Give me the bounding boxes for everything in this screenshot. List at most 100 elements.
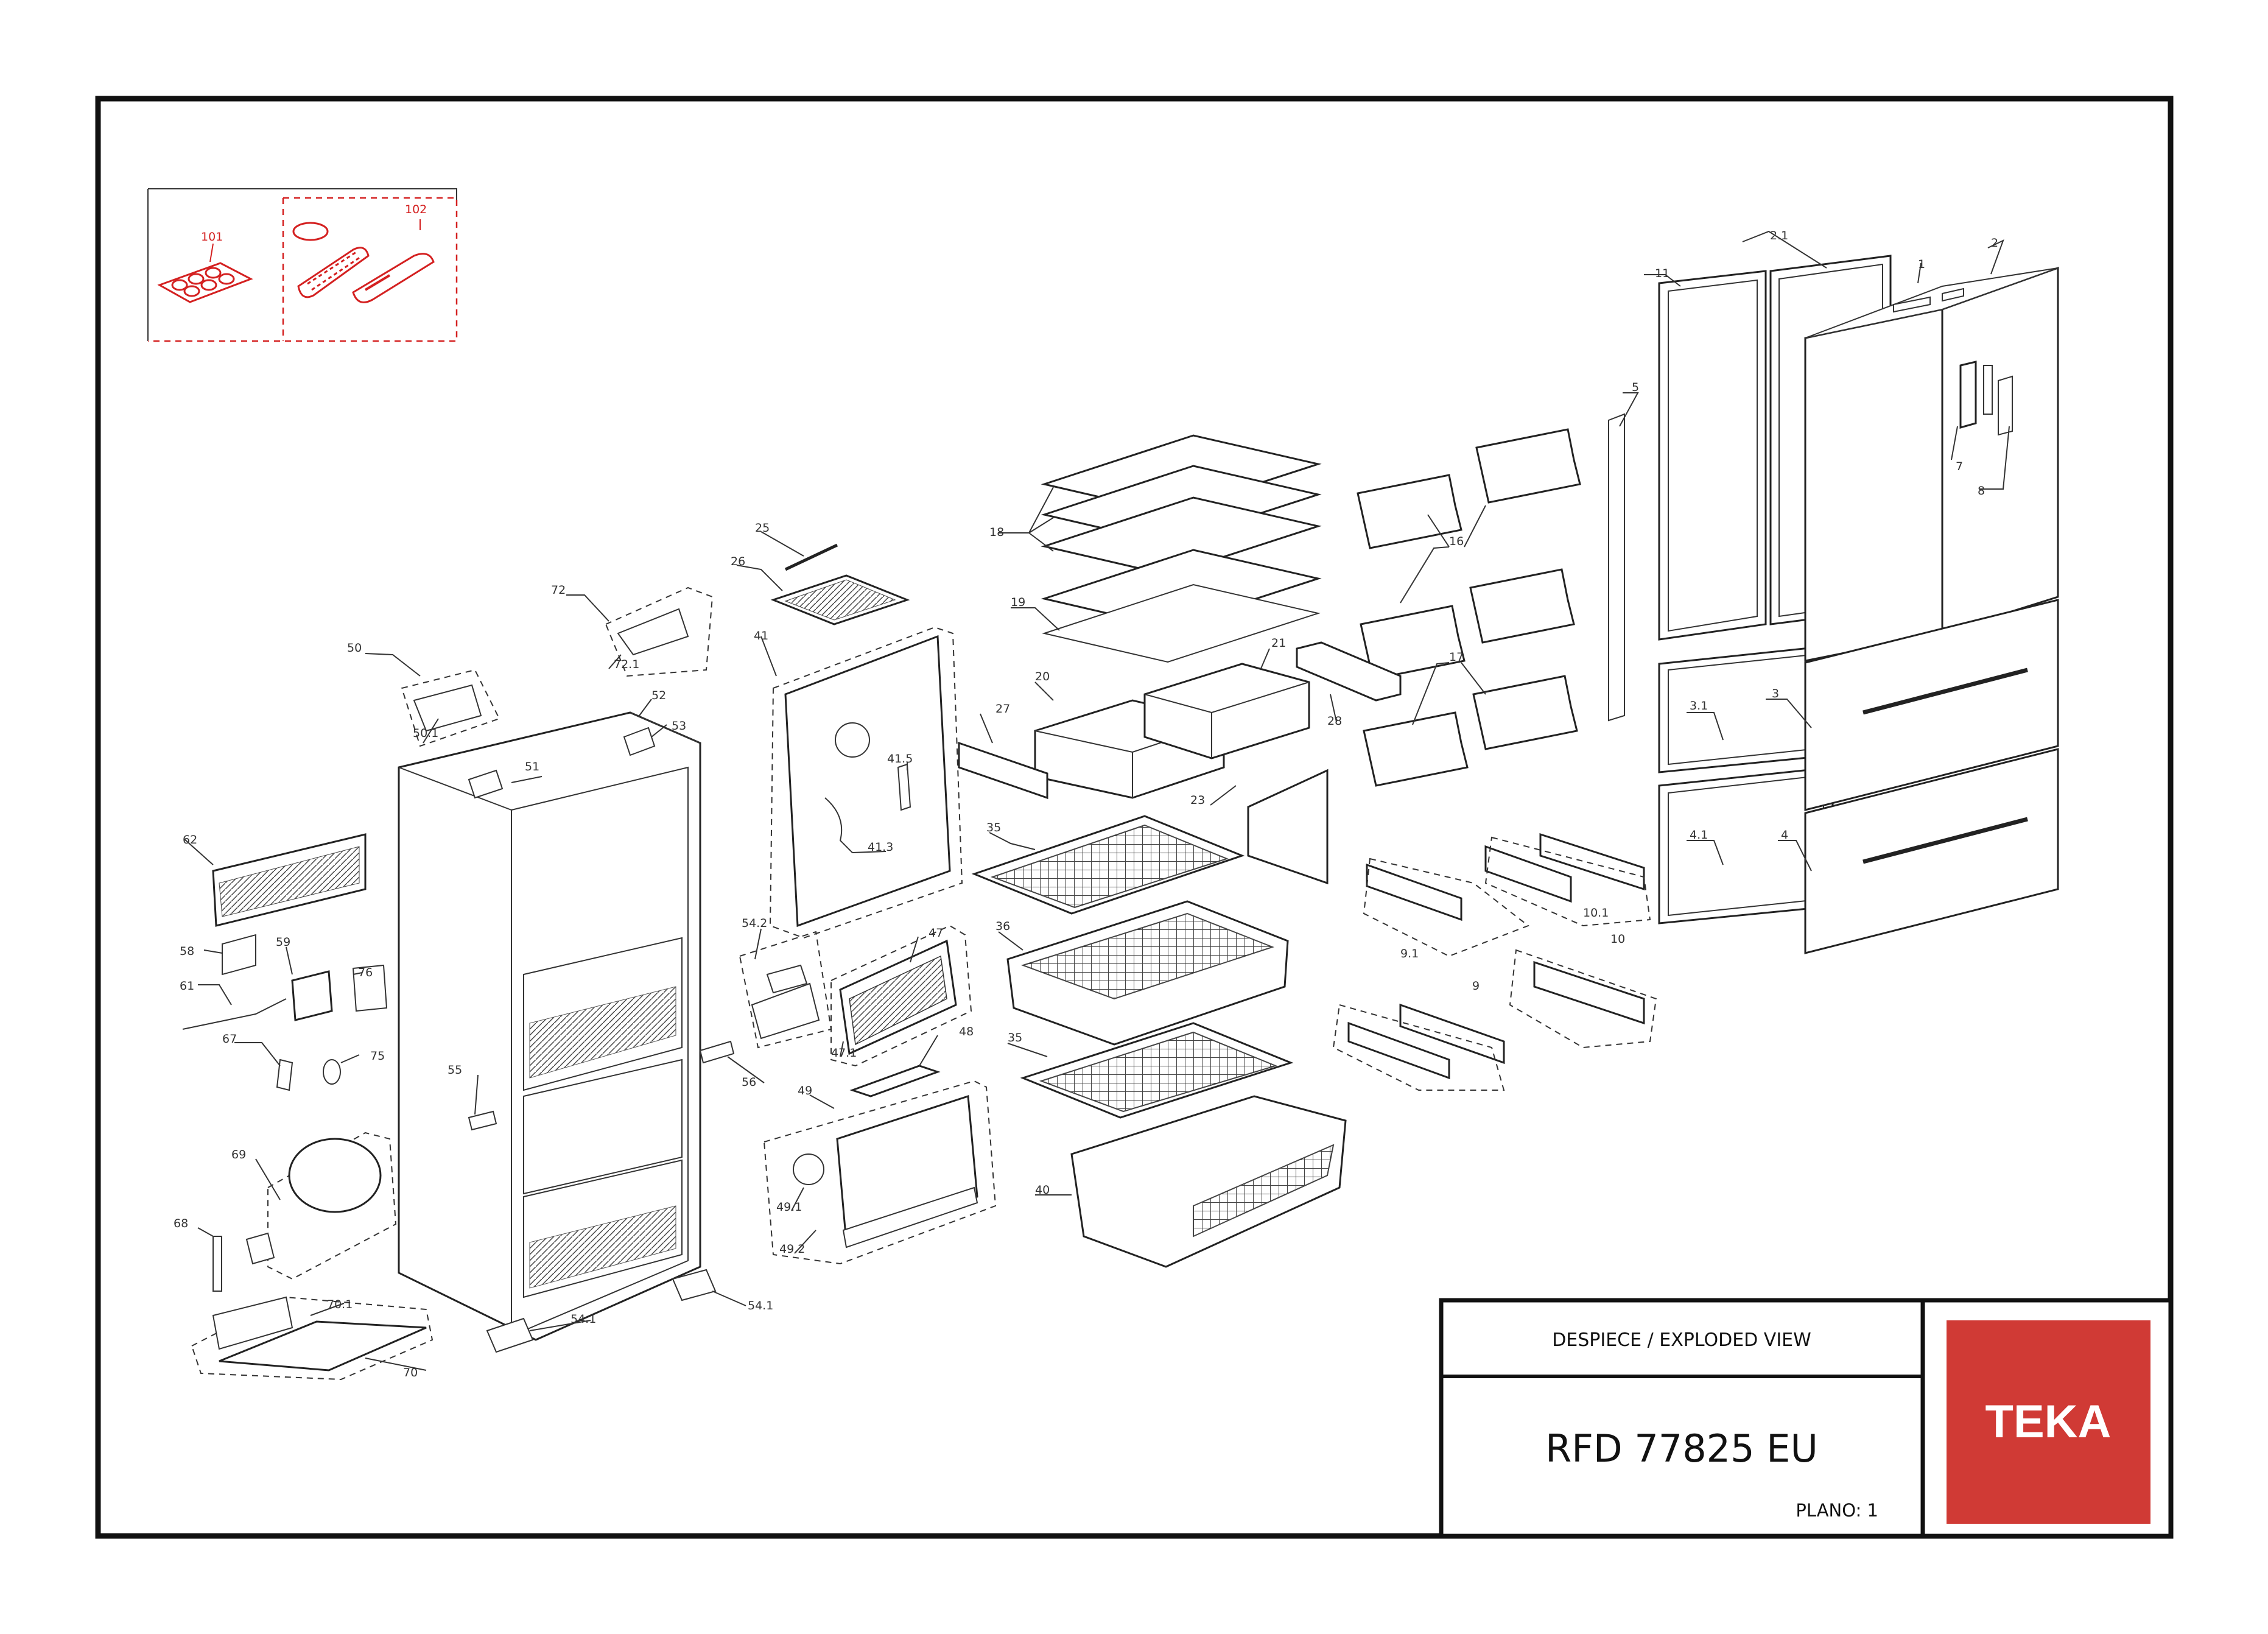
- label-16: 16: [1449, 535, 1464, 548]
- label-25: 25: [755, 521, 770, 535]
- label-7: 7: [1956, 460, 1963, 473]
- label-52: 52: [651, 689, 666, 702]
- fridge-front-doors: [1804, 266, 2059, 954]
- part-72: [605, 586, 714, 677]
- teka-logo: [1947, 1320, 2150, 1524]
- electrical-parts: [182, 934, 388, 1091]
- hinges: [468, 727, 735, 1353]
- label-62: 62: [183, 833, 197, 847]
- label-49-1: 49.1: [776, 1200, 802, 1214]
- label-2: 2: [1991, 236, 1998, 250]
- label-54-1-right: 54.1: [748, 1299, 773, 1312]
- door-bins-17: [1363, 675, 1578, 787]
- label-3: 3: [1772, 687, 1779, 700]
- ice-tray-part: [292, 222, 435, 303]
- label-50: 50: [347, 641, 362, 655]
- door-bins-16: [1357, 428, 1581, 680]
- label-2-1: 2.1: [1770, 229, 1788, 242]
- label-36: 36: [995, 920, 1010, 933]
- label-40: 40: [1035, 1183, 1050, 1197]
- label-47: 47: [929, 926, 943, 940]
- label-41: 41: [754, 629, 768, 643]
- label-50-1: 50.1: [413, 727, 438, 740]
- label-72-1: 72.1: [614, 658, 639, 671]
- accessory-label-101: 101: [201, 230, 223, 244]
- rail-27: [958, 741, 1048, 800]
- title-block-model: RFD 77825 EU: [1545, 1426, 1818, 1471]
- label-9: 9: [1472, 979, 1480, 993]
- label-35-upper: 35: [986, 821, 1001, 834]
- label-9-1: 9.1: [1400, 947, 1419, 960]
- cover-plate-62: [212, 833, 367, 927]
- label-10: 10: [1610, 932, 1625, 946]
- base-tray-70: [191, 1296, 434, 1381]
- fan-plate-49: [763, 1080, 997, 1265]
- crisper-cover-28: [1296, 641, 1402, 702]
- label-1: 1: [1918, 258, 1925, 271]
- label-59: 59: [276, 935, 290, 949]
- label-68: 68: [174, 1217, 188, 1230]
- label-41-5: 41.5: [887, 752, 913, 766]
- door-hinge-strip: [1608, 413, 1625, 722]
- crisper-drawers: [1034, 663, 1310, 799]
- label-70-1: 70.1: [327, 1298, 353, 1311]
- label-20: 20: [1035, 670, 1050, 683]
- egg-tray-part: [157, 262, 253, 303]
- label-54-1-left: 54.1: [571, 1312, 596, 1326]
- label-19: 19: [1011, 596, 1025, 609]
- label-3-1: 3.1: [1690, 699, 1708, 713]
- part-48: [849, 1065, 941, 1097]
- slide-rails: [1332, 833, 1657, 1091]
- teka-logo-text: TEKA: [1985, 1396, 2112, 1448]
- part-54-2: [739, 931, 832, 1049]
- accessory-box: 101 102: [147, 188, 458, 342]
- freezer-basket-upper: [971, 815, 1245, 915]
- label-55: 55: [448, 1063, 462, 1077]
- label-21: 21: [1271, 636, 1286, 650]
- label-17: 17: [1449, 650, 1464, 664]
- compressor-69: [212, 1132, 397, 1292]
- title-block-heading: DESPIECE / EXPLODED VIEW: [1552, 1329, 1811, 1351]
- top-part-25-26: [770, 543, 910, 625]
- title-block-plan: PLANO: 1: [1796, 1500, 1878, 1521]
- divider-23: [1247, 769, 1329, 885]
- fridge-cabinet: [398, 711, 701, 1341]
- drawer-gasket-upper: [1658, 644, 1834, 773]
- drawer-gasket-lower: [1658, 766, 1834, 924]
- label-72: 72: [551, 583, 566, 597]
- label-18: 18: [989, 526, 1004, 539]
- label-61: 61: [180, 979, 194, 993]
- part-50: [401, 669, 500, 747]
- label-75: 75: [370, 1049, 385, 1063]
- title-block: DESPIECE / EXPLODED VIEW RFD 77825 EU PL…: [1439, 1298, 2173, 1538]
- freezer-drawer-36: [1006, 900, 1289, 1046]
- label-11: 11: [1655, 267, 1669, 280]
- drawing-frame: [95, 96, 2174, 1539]
- glass-shelves: [1041, 434, 1322, 663]
- label-51: 51: [525, 760, 539, 773]
- label-70: 70: [403, 1366, 418, 1379]
- label-26: 26: [731, 555, 745, 568]
- label-47-1: 47.1: [831, 1046, 857, 1060]
- label-76: 76: [358, 966, 373, 979]
- label-41-3: 41.3: [868, 840, 893, 854]
- label-4-1: 4.1: [1690, 828, 1708, 842]
- door-gasket-left: [1658, 270, 1767, 641]
- label-27: 27: [995, 702, 1010, 716]
- accessory-label-102: 102: [405, 203, 427, 216]
- label-48: 48: [959, 1025, 974, 1038]
- label-67: 67: [222, 1032, 237, 1046]
- freezer-drawer-40: [1070, 1095, 1347, 1268]
- label-5: 5: [1632, 381, 1639, 394]
- label-8: 8: [1978, 484, 1985, 498]
- label-4: 4: [1781, 828, 1788, 842]
- label-54-2: 54.2: [742, 917, 767, 930]
- label-56: 56: [742, 1076, 756, 1089]
- label-10-1: 10.1: [1583, 906, 1609, 920]
- label-53: 53: [672, 719, 686, 733]
- label-49: 49: [798, 1084, 812, 1097]
- part-labels: 2.1 2 1 11 5 7 8 3.1 3 4.1 4 16 17 18 19…: [174, 229, 2010, 1379]
- label-28: 28: [1327, 714, 1342, 728]
- label-69: 69: [231, 1148, 246, 1161]
- evaporator-47: [830, 924, 972, 1067]
